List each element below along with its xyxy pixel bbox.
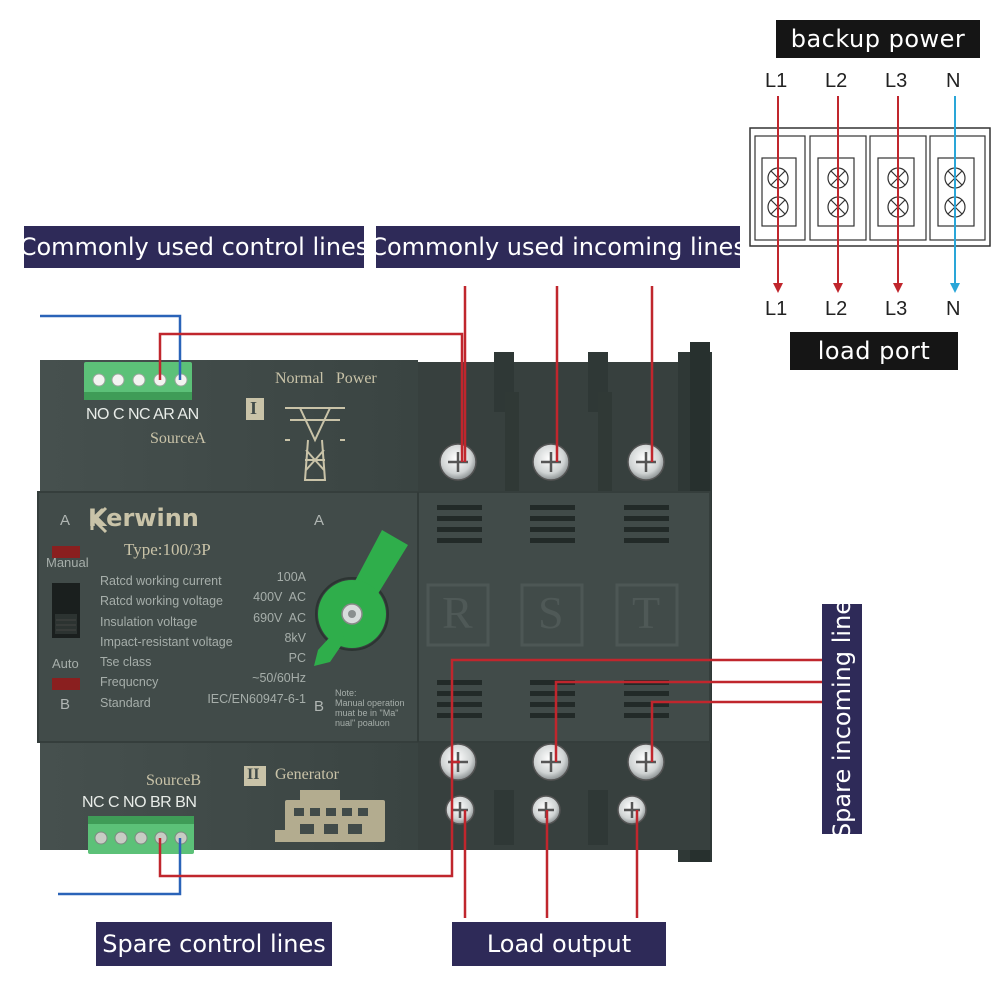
backup-power-label: backup power	[776, 20, 980, 58]
side-b-label: B	[60, 696, 71, 713]
handle-b-label: B	[314, 698, 325, 715]
spare-incoming-label: Spare incoming line	[822, 600, 862, 838]
brand-k-icon	[90, 506, 108, 534]
spec-row: Ratcd working current 100A	[100, 570, 306, 590]
load-port-n: N	[946, 298, 961, 320]
source-a-roman: I	[250, 398, 258, 418]
spec-label: Impact-resistant voltage	[100, 634, 233, 649]
transfer-handle[interactable]	[314, 530, 408, 666]
generator-icon	[275, 790, 385, 842]
source-a-title: Normal Power	[275, 370, 377, 387]
incoming-lines-label: Commonly used incoming lines	[370, 226, 746, 268]
spec-list: Ratcd working current 100A Ratcd working …	[100, 570, 306, 712]
indicator-a-led	[52, 546, 80, 558]
phase-s-letter: S	[538, 587, 564, 638]
manual-note: Note: Manual operation muat be in "Ma" n…	[335, 688, 405, 728]
note-line: nual" poaluon	[335, 718, 390, 728]
backup-port-l2: L2	[825, 70, 848, 92]
spare-control-label: Spare control lines	[96, 922, 332, 966]
spare-incoming-wires	[452, 680, 822, 764]
source-b-title: Generator	[275, 766, 339, 783]
spec-value: ~50/60Hz	[252, 671, 306, 686]
backup-port-l1: L1	[765, 70, 788, 92]
control-wires-a	[40, 286, 654, 462]
spec-label: Frequcncy	[100, 675, 159, 690]
phase-r-letter: R	[442, 587, 473, 638]
source-a-terminals: NO C NC AR AN	[86, 406, 199, 423]
manual-auto-slider[interactable]	[52, 583, 80, 638]
spec-label: Insulation voltage	[100, 614, 198, 629]
spare-incoming-text: Spare incoming line	[828, 599, 856, 839]
note-line: Note:	[335, 688, 357, 698]
backup-port-n: N	[946, 70, 961, 92]
note-line: Manual operation	[335, 698, 405, 708]
indicator-b-led	[52, 678, 80, 690]
roman-i-box	[246, 398, 264, 420]
vent-slots	[437, 505, 669, 718]
spec-value: 100A	[276, 570, 306, 584]
source-b-terminal-block	[88, 816, 194, 854]
manual-label: Manual	[46, 555, 89, 570]
spec-row: Frequcncy ~50/60Hz	[100, 671, 306, 691]
phase-frames	[426, 583, 679, 647]
spec-row: Standard IEC/EN60947-6-1	[100, 692, 306, 712]
spec-label: Ratcd working voltage	[100, 594, 223, 609]
source-b-roman: II	[247, 766, 260, 783]
spec-row: Tse class PC	[100, 651, 306, 671]
spec-value: 690V AC	[253, 610, 306, 625]
roman-ii-box	[244, 766, 266, 786]
handle-a-label: A	[314, 512, 325, 529]
source-a-terminal-block	[84, 362, 192, 400]
spec-row: Ratcd working voltage 400V AC	[100, 590, 306, 610]
spec-row: Insulation voltage 690V AC	[100, 611, 306, 631]
note-line: muat be in "Ma"	[335, 708, 399, 718]
spec-value: IEC/EN60947-6-1	[207, 691, 306, 706]
load-port-l1: L1	[765, 298, 788, 320]
source-b-terminals: NC C NO BR BN	[82, 794, 197, 811]
source-b-name: SourceB	[146, 772, 202, 789]
load-output-wires	[463, 810, 639, 918]
screws-top	[439, 443, 665, 481]
auto-label: Auto	[52, 656, 79, 671]
spec-row: Impact-resistant voltage 8kV	[100, 631, 306, 651]
power-tower-icon	[285, 407, 345, 481]
side-a-label: A	[60, 512, 71, 529]
phase-t-letter: T	[632, 587, 661, 638]
backup-port-l3: L3	[885, 70, 908, 92]
load-port-l2: L2	[825, 298, 848, 320]
load-port-label: load port	[790, 332, 958, 370]
spec-label: Standard	[100, 695, 151, 710]
type-label: Type:100/3P	[124, 540, 211, 559]
control-wires-b	[58, 658, 822, 896]
port-terminal-strip	[749, 96, 991, 293]
load-output-label: Load output	[452, 922, 666, 966]
spec-value: 8kV	[284, 630, 306, 645]
spec-label: Tse class	[100, 655, 152, 670]
spec-value: PC	[288, 651, 306, 666]
spec-value: 400V AC	[253, 590, 306, 605]
source-a-name: SourceA	[150, 430, 206, 447]
spec-label: Ratcd working current	[100, 574, 222, 588]
brand-name: Kerwinn	[88, 504, 199, 532]
control-lines-label: Commonly used control lines	[20, 226, 368, 268]
load-port-l3: L3	[885, 298, 908, 320]
